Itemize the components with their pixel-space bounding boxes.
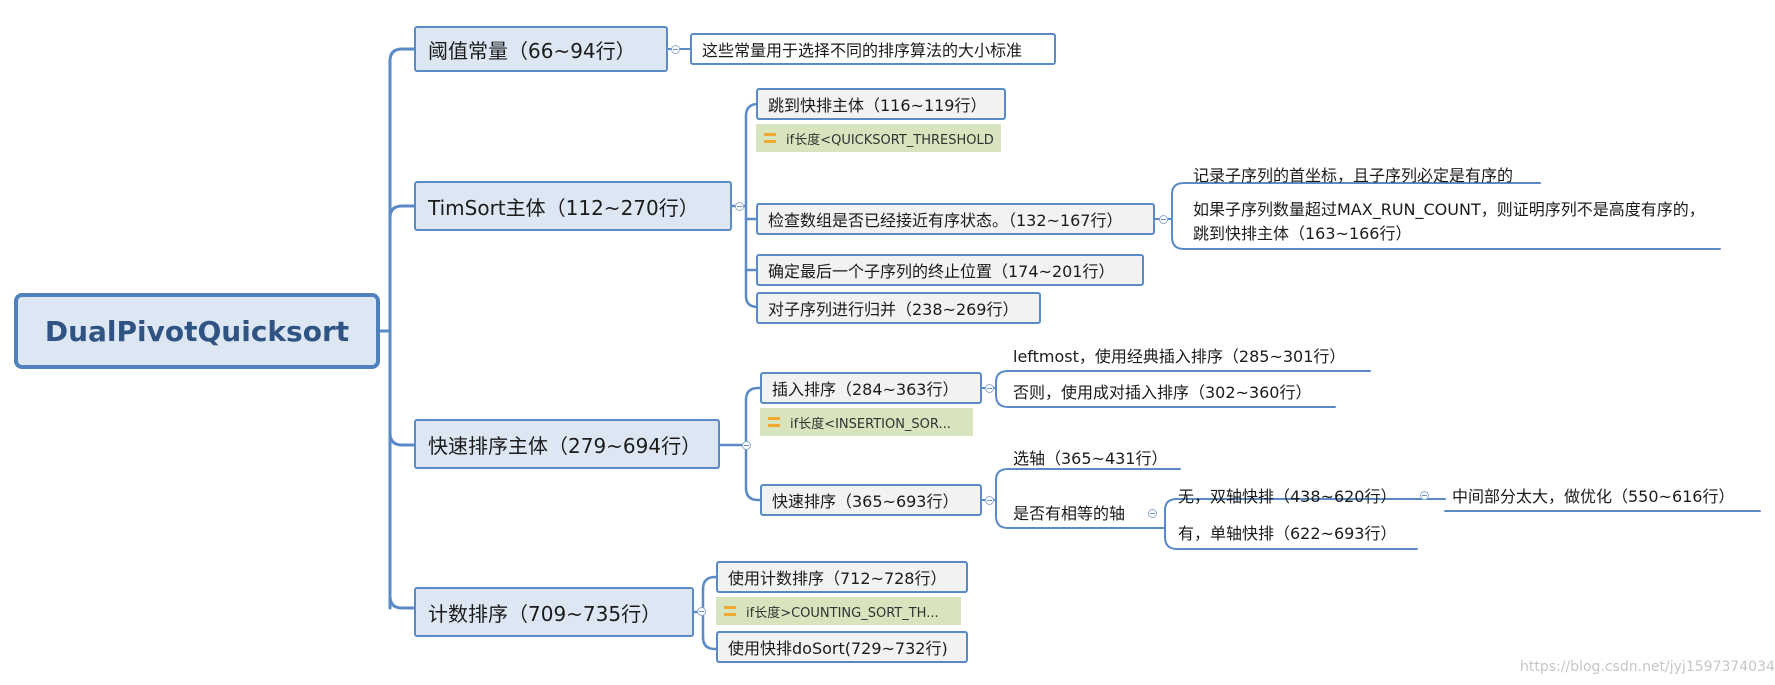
counting-label: 计数排序（709~735行） [428,601,662,626]
dual-collapse-icon[interactable] [1420,491,1429,500]
timsort-check-label: 检查数组是否已经接近有序状态。（132~167行） [768,211,1123,230]
connector-counting-dosort [701,635,720,651]
quicksort-dual-label: 无，双轴快排（438~620行） [1178,487,1397,506]
note-icon [764,133,776,143]
threshold-collapse-icon[interactable] [671,45,680,54]
timsort-jump-note-text: if长度<QUICKSORT_THRESHOLD [786,132,994,148]
quicksort-equal-node[interactable]: 是否有相等的轴 [1013,500,1125,524]
quicksort-otherwise-label: 否则，使用成对插入排序（302~360行） [1013,383,1312,402]
quicksort-label: 快速排序主体（279~694行） [428,433,702,458]
connector-root-trunk [378,59,392,610]
connector-root-threshold [388,47,416,63]
quicksort-dual-node[interactable]: 无，双轴快排（438~620行） [1178,483,1397,507]
counting-collapse-icon[interactable] [697,607,706,616]
quicksort-middle-label: 中间部分太大，做优化（550~616行） [1452,487,1735,506]
timsort-node[interactable]: TimSort主体（112~270行） [414,181,732,231]
timsort-record-node[interactable]: 记录子序列的首坐标，且子序列必定是有序的 [1193,162,1513,186]
quicksort-insertion-note-text: if长度<INSERTION_SOR... [790,416,951,432]
quicksort-pivot-node[interactable]: 选轴（365~431行） [1013,445,1168,469]
counting-dosort-node[interactable]: 使用快排doSort(729~732行) [716,631,968,663]
quicksort-otherwise-node[interactable]: 否则，使用成对插入排序（302~360行） [1013,379,1312,403]
timsort-merge-label: 对子序列进行归并（238~269行） [768,300,1019,319]
timsort-jump-node[interactable]: 跳到快排主体（116~119行） [756,88,1006,120]
timsort-label: TimSort主体（112~270行） [428,195,699,220]
root-node[interactable]: DualPivotQuicksort [14,293,380,369]
threshold-label: 阈值常量（66~94行） [428,38,636,63]
quicksort-leftmost-label: leftmost，使用经典插入排序（285~301行） [1013,347,1346,366]
quicksort-pivot-label: 选轴（365~431行） [1013,449,1168,468]
timsort-record-label: 记录子序列的首坐标，且子序列必定是有序的 [1193,166,1514,185]
connector-quicksort-insertion [744,386,764,402]
insertion-collapse-icon[interactable] [985,384,994,393]
quicksort-node[interactable]: 快速排序主体（279~694行） [414,419,720,469]
connector-root-counting [388,594,416,610]
check-collapse-icon[interactable] [1159,215,1168,224]
quicksort-qsort-label: 快速排序（365~693行） [772,492,959,511]
note-icon [724,606,736,616]
note-icon [768,417,780,427]
quicksort-qsort-node[interactable]: 快速排序（365~693行） [760,484,982,516]
qsort-collapse-icon[interactable] [985,496,994,505]
timsort-jump-note[interactable]: if长度<QUICKSORT_THRESHOLD [756,124,1001,152]
quicksort-equal-label: 是否有相等的轴 [1013,504,1126,523]
timsort-last-run-label: 确定最后一个子序列的终止位置（174~201行） [768,262,1115,281]
quicksort-single-label: 有，单轴快排（622~693行） [1178,524,1397,543]
connector-equal-children [1145,498,1418,550]
timsort-overflow-label: 如果子序列数量超过MAX_RUN_COUNT，则证明序列不是高度有序的，跳到快排… [1193,200,1705,243]
threshold-node[interactable]: 阈值常量（66~94行） [414,26,668,72]
root-label: DualPivotQuicksort [44,314,350,348]
counting-use-label: 使用计数排序（712~728行） [728,569,947,588]
quicksort-collapse-icon[interactable] [742,441,751,450]
counting-note[interactable]: if长度>COUNTING_SORT_TH... [716,597,961,625]
counting-note-text: if长度>COUNTING_SORT_TH... [746,605,939,621]
connector-root-timsort [388,204,416,220]
quicksort-leftmost-node[interactable]: leftmost，使用经典插入排序（285~301行） [1013,343,1345,367]
threshold-desc-node[interactable]: 这些常量用于选择不同的排序算法的大小标准 [690,33,1056,65]
connector-counting-use [701,575,720,591]
quicksort-insertion-label: 插入排序（284~363行） [772,380,959,399]
timsort-merge-node[interactable]: 对子序列进行归并（238~269行） [756,292,1041,324]
connector-root-quicksort [388,431,416,447]
timsort-jump-label: 跳到快排主体（116~119行） [768,96,987,115]
quicksort-insertion-node[interactable]: 插入排序（284~363行） [760,372,982,404]
timsort-last-run-node[interactable]: 确定最后一个子序列的终止位置（174~201行） [756,254,1144,286]
quicksort-single-node[interactable]: 有，单轴快排（622~693行） [1178,520,1397,544]
connector-quicksort-qsort [744,486,764,502]
quicksort-middle-node[interactable]: 中间部分太大，做优化（550~616行） [1452,483,1735,507]
counting-use-node[interactable]: 使用计数排序（712~728行） [716,561,968,593]
timsort-overflow-node[interactable]: 如果子序列数量超过MAX_RUN_COUNT，则证明序列不是高度有序的，跳到快排… [1193,198,1705,246]
equal-collapse-icon[interactable] [1148,509,1157,518]
quicksort-insertion-note[interactable]: if长度<INSERTION_SOR... [760,408,973,436]
timsort-collapse-icon[interactable] [735,202,744,211]
timsort-check-node[interactable]: 检查数组是否已经接近有序状态。（132~167行） [756,203,1155,235]
counting-node[interactable]: 计数排序（709~735行） [414,587,694,637]
threshold-desc-label: 这些常量用于选择不同的排序算法的大小标准 [702,41,1023,60]
watermark: https://blog.csdn.net/jyj1597374034 [1520,659,1775,675]
counting-dosort-label: 使用快排doSort(729~732行) [728,639,948,658]
